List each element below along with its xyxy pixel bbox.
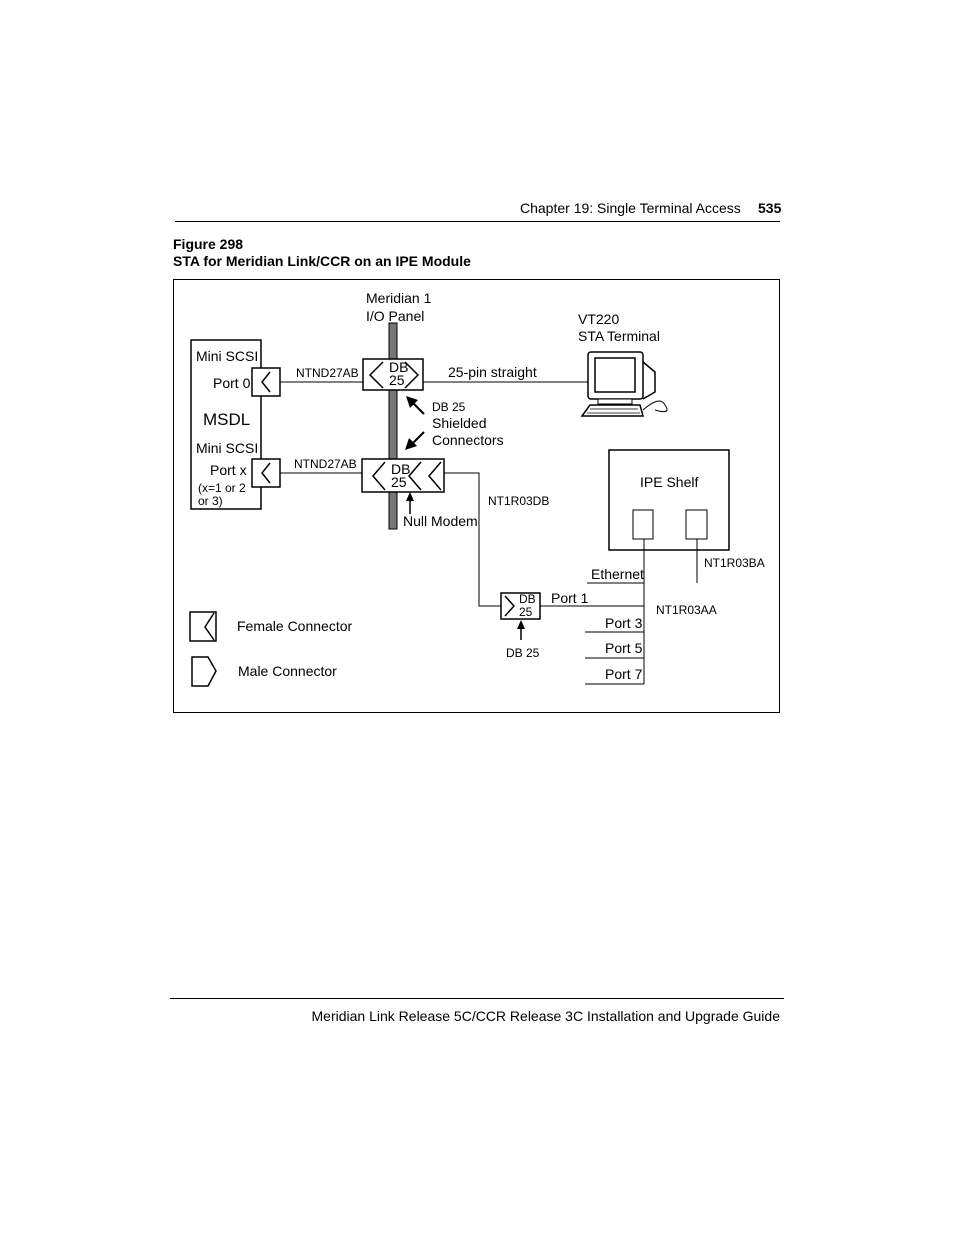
ipe-card-right	[685, 509, 708, 540]
port5-label: Port 5	[605, 640, 643, 656]
nt1r03aa-label: NT1R03AA	[656, 603, 717, 617]
db-small-label-1: DB	[519, 592, 536, 606]
shielded-label-2: Shielded	[432, 415, 487, 431]
nt1r03ba-label: NT1R03BA	[704, 556, 765, 570]
portx-note-2: or 3)	[198, 494, 223, 508]
io-panel-bar	[388, 322, 398, 530]
db25-connector-small	[500, 592, 541, 620]
port3-label: Port 3	[605, 615, 643, 631]
io-panel-label-2: I/O Panel	[366, 308, 424, 324]
db-mid-label-1: DB	[391, 461, 410, 477]
figure-number: Figure 298	[173, 236, 244, 252]
arrow-down-icon	[405, 431, 425, 450]
nt1r03db-label: NT1R03DB	[488, 494, 549, 508]
ipe-shelf-label: IPE Shelf	[640, 474, 698, 490]
shielded-label-1: DB 25	[432, 400, 466, 414]
cable-top-label: NTND27AB	[296, 366, 359, 380]
msdl-label: MSDL	[203, 410, 250, 429]
footer-rule	[170, 998, 784, 999]
io-panel-label-1: Meridian 1	[366, 290, 432, 306]
arrow-up-icon	[406, 396, 425, 415]
vt220-terminal-icon	[580, 351, 668, 417]
portx-label: Port x	[210, 462, 247, 478]
guide-title: Meridian Link Release 5C/CCR Release 3C …	[311, 1008, 780, 1024]
page-number: 535	[758, 200, 782, 216]
portx-note-1: (x=1 or 2	[198, 481, 246, 495]
female-connector-portx	[251, 458, 281, 488]
female-connector-legend-icon	[189, 611, 217, 642]
db-top-label-2: 25	[389, 372, 405, 388]
nt1r03db-cable	[444, 472, 501, 607]
ethernet-label: Ethernet	[591, 566, 644, 582]
vt220-label-1: VT220	[578, 311, 619, 327]
diagram-frame	[173, 279, 780, 713]
mini-scsi-top-label: Mini SCSI	[196, 348, 258, 364]
db-mid-label-2: 25	[391, 474, 407, 490]
null-modem-arrow-icon	[406, 492, 414, 514]
mini-scsi-bottom-label: Mini SCSI	[196, 440, 258, 456]
ipe-card-left	[632, 509, 654, 540]
header-rule	[175, 221, 780, 222]
figure-title: STA for Meridian Link/CCR on an IPE Modu…	[173, 253, 471, 269]
port7-label: Port 7	[605, 666, 643, 682]
female-connector-port0	[251, 367, 281, 397]
straight-cable-label: 25-pin straight	[448, 364, 537, 380]
null-modem-label: Null Modem	[403, 513, 478, 529]
db25-connector-middle	[361, 458, 445, 493]
ipe-shelf-box	[608, 449, 730, 551]
male-connector-legend-icon	[191, 656, 217, 687]
db-top-label-1: DB	[389, 359, 408, 375]
cable-bottom-label: NTND27AB	[294, 457, 357, 471]
port0-label: Port 0	[213, 375, 251, 391]
port1-label: Port 1	[551, 590, 589, 606]
legend-female-label: Female Connector	[237, 618, 353, 634]
vt220-label-2: STA Terminal	[578, 328, 660, 344]
db-small-label-2: 25	[519, 605, 533, 619]
db25-connector-top	[362, 358, 424, 391]
chapter-title: Chapter 19: Single Terminal Access	[520, 200, 741, 216]
legend-male-label: Male Connector	[238, 663, 337, 679]
msdl-card	[190, 339, 262, 510]
db-small-arrow-icon	[517, 620, 525, 640]
db-small-caption: DB 25	[506, 646, 540, 660]
shielded-label-3: Connectors	[432, 432, 504, 448]
